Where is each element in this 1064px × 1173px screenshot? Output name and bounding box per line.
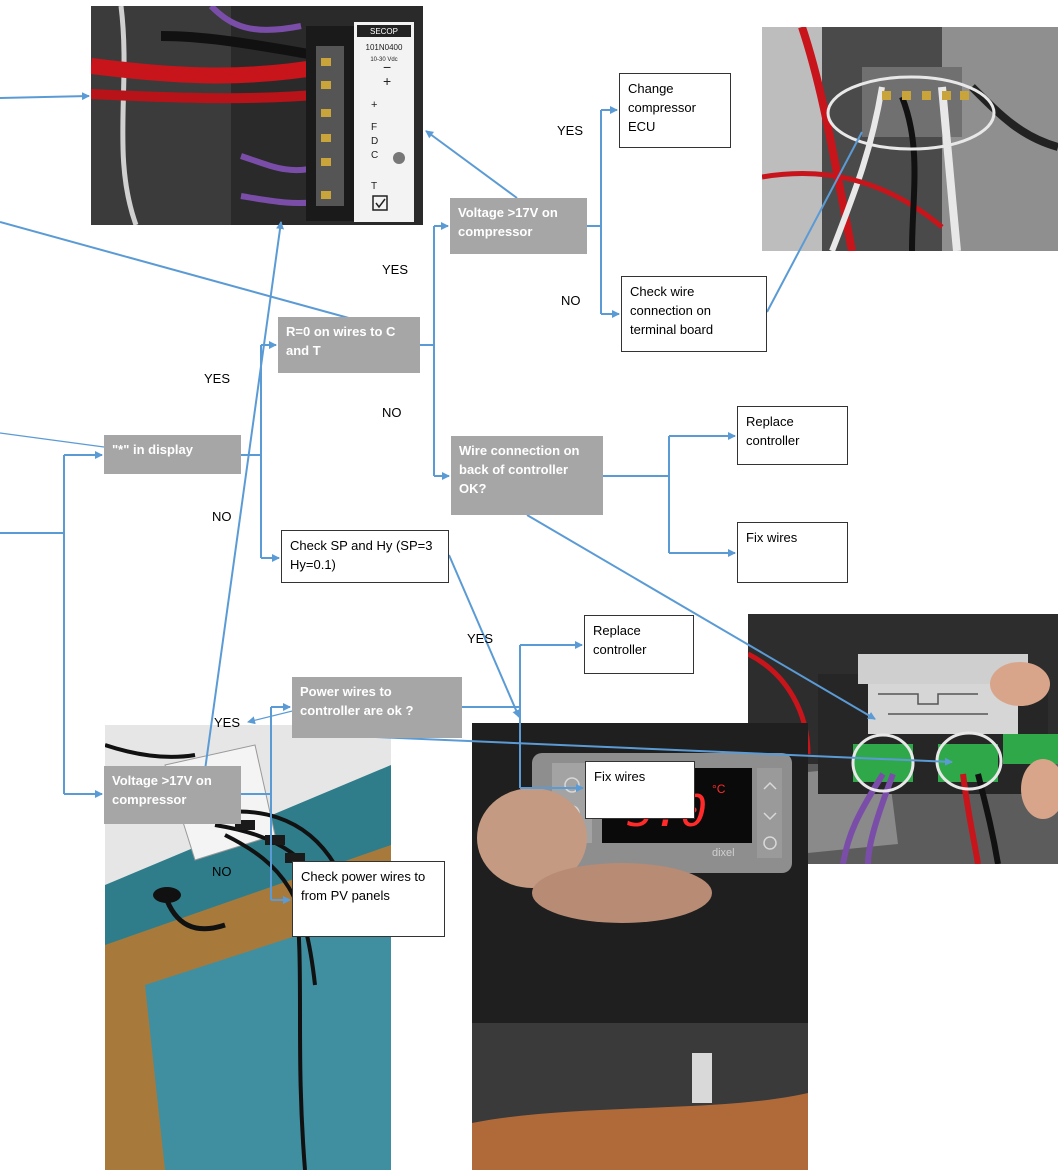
voltage-compressor-top-decision: Voltage >17V on compressor — [450, 198, 587, 254]
label-yes-voltage: YES — [214, 715, 240, 730]
replace-controller-box-1: Replace controller — [737, 406, 848, 465]
change-ecu-box: Change compressor ECU — [619, 73, 731, 148]
label-yes-sp: YES — [467, 631, 493, 646]
label-yes-star: YES — [204, 371, 230, 386]
label-no-check-wire: NO — [561, 293, 581, 308]
wire-back-controller-decision: Wire connection on back of controller OK… — [451, 436, 603, 515]
star-display-decision: "*" in display — [104, 435, 241, 474]
check-power-pv-box: Check power wires to from PV panels — [292, 861, 445, 937]
voltage-compressor-bottom-decision: Voltage >17V on compressor — [104, 766, 241, 824]
label-no-r: NO — [382, 405, 402, 420]
check-sp-hy-box: Check SP and Hy (SP=3 Hy=0.1) — [281, 530, 449, 583]
label-yes-ecu: YES — [557, 123, 583, 138]
label-yes-r: YES — [382, 262, 408, 277]
check-wire-box: Check wire connection on terminal board — [621, 276, 767, 352]
r-zero-decision: R=0 on wires to C and T — [278, 317, 420, 373]
label-no-voltage: NO — [212, 864, 232, 879]
fix-wires-box-1: Fix wires — [737, 522, 848, 583]
label-no-star: NO — [212, 509, 232, 524]
fix-wires-box-2: Fix wires — [585, 761, 695, 819]
power-wires-decision: Power wires to controller are ok ? — [292, 677, 462, 738]
replace-controller-box-2: Replace controller — [584, 615, 694, 674]
